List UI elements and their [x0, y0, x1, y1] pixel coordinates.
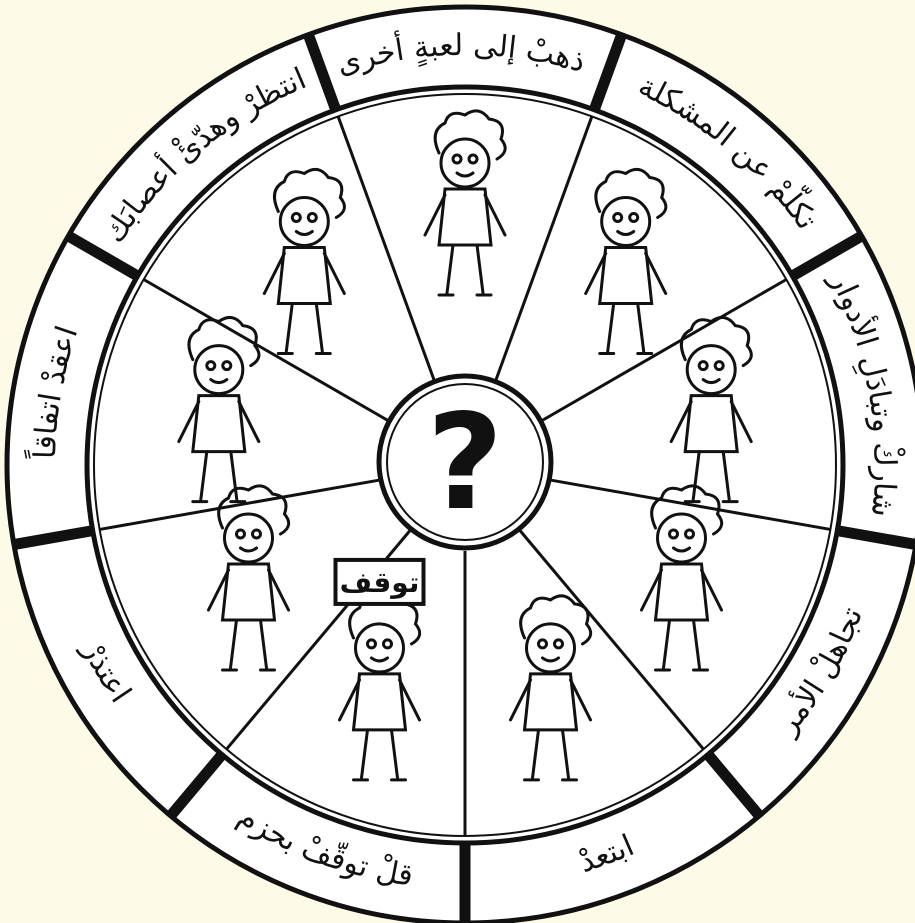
stop-sign-text: توقف	[340, 566, 420, 599]
question-mark-icon: ?	[427, 386, 504, 540]
stop-sign: توقف	[335, 560, 423, 604]
